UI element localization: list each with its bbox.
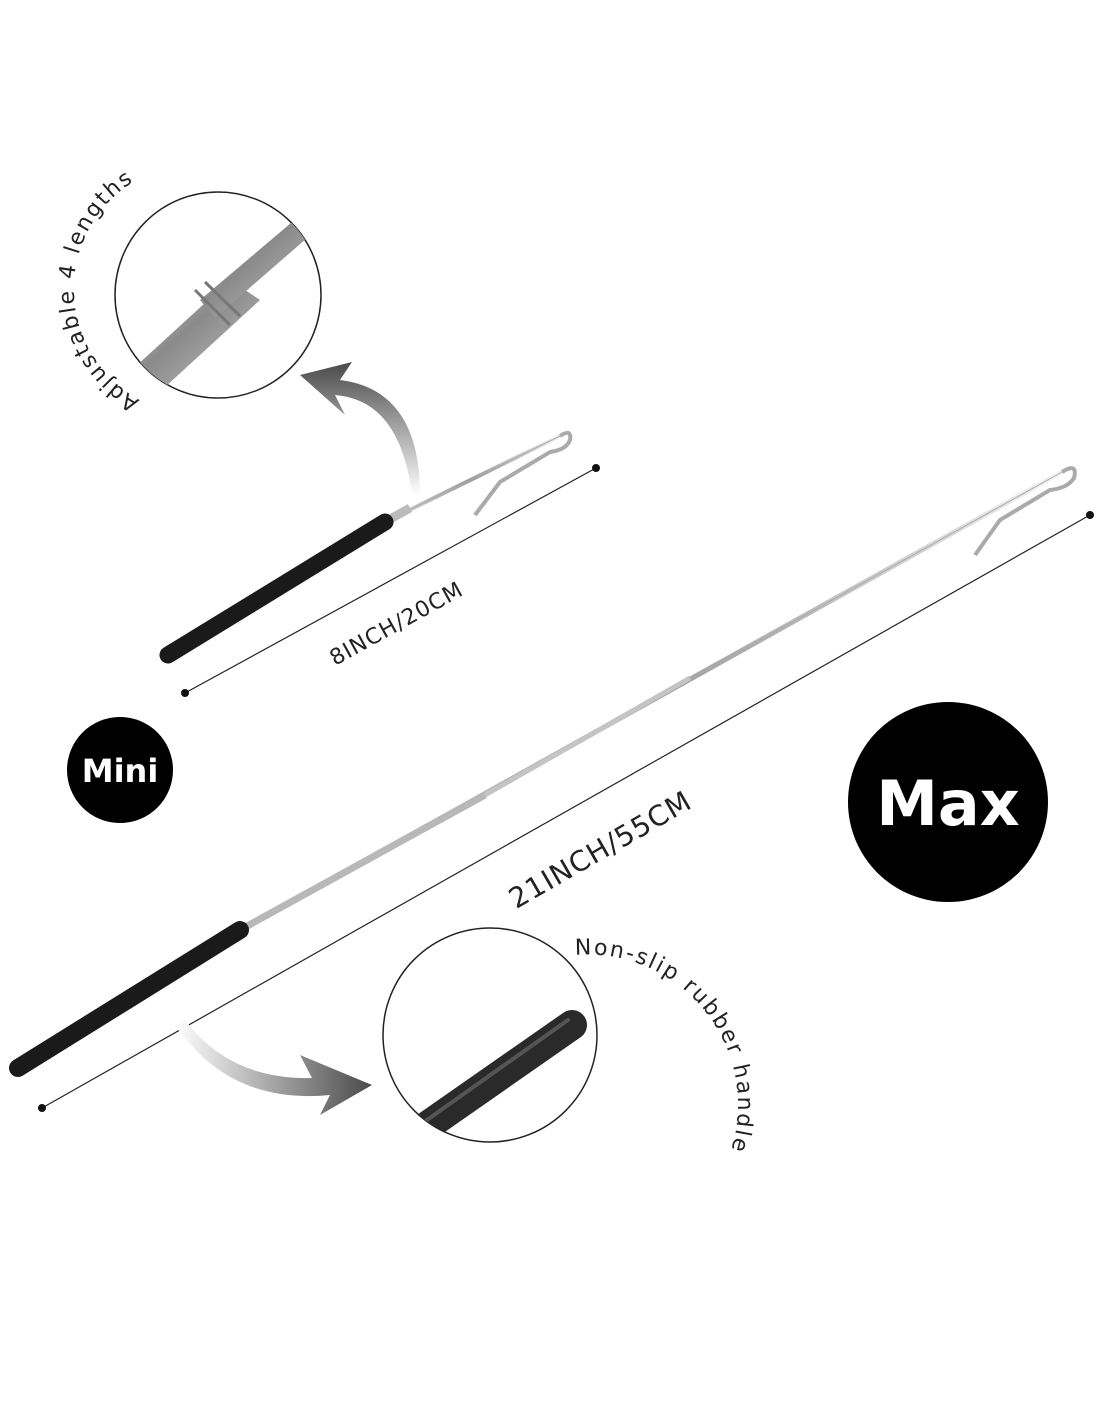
max-stick — [9, 466, 1077, 1077]
curved-arrow-icon — [300, 362, 420, 495]
max-dimension-line — [38, 511, 1094, 1112]
max-badge-label: Max — [876, 767, 1020, 840]
rubber-handle-image — [395, 1010, 587, 1142]
mini-length-label: 8INCH/20CM — [326, 577, 468, 671]
callout-label-non-slip: Non-slip rubber handle — [575, 935, 758, 1156]
max-badge: Max — [848, 702, 1048, 902]
telescoping-detail-callout: Adjustable 4 lengths — [55, 165, 322, 416]
mini-badge: Mini — [67, 717, 173, 823]
handle-detail-callout: Non-slip rubber handle — [382, 927, 758, 1156]
max-length-label: 21INCH/55CM — [503, 784, 697, 915]
mini-badge-label: Mini — [82, 752, 159, 790]
mini-dimension-line — [181, 464, 600, 697]
curved-arrow-icon — [175, 1020, 372, 1115]
mini-stick — [159, 430, 573, 664]
